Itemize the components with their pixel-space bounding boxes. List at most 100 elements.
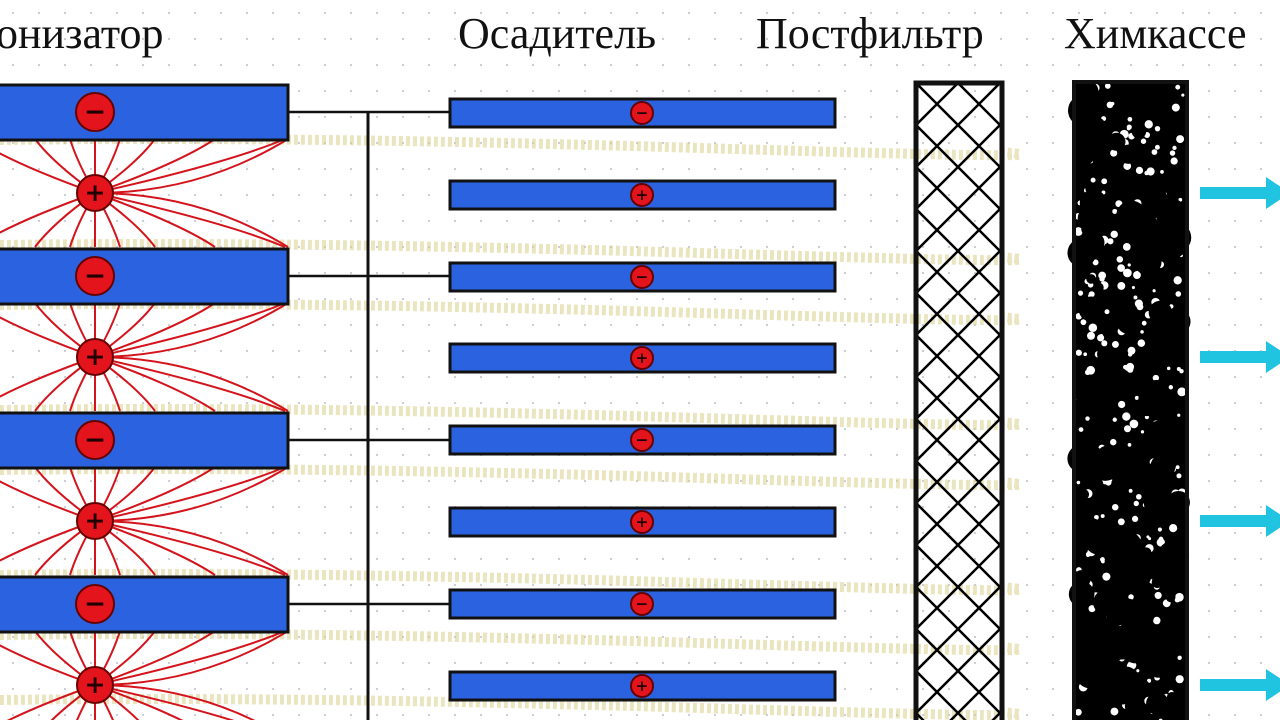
pore — [1144, 120, 1153, 129]
pore — [1102, 572, 1111, 581]
pore — [1078, 427, 1084, 432]
field-line — [94, 466, 289, 522]
granule — [1167, 490, 1190, 514]
pore — [1088, 291, 1095, 298]
charge-sign: − — [84, 261, 106, 292]
field-line — [0, 520, 96, 562]
positive-electrode: + — [76, 502, 114, 540]
pore — [1175, 465, 1180, 470]
pore — [1146, 167, 1155, 176]
field-lines — [0, 138, 289, 248]
field-lines — [0, 466, 289, 576]
pore — [1151, 149, 1158, 155]
pore — [1110, 707, 1119, 716]
pore — [1177, 413, 1181, 417]
pore — [1083, 352, 1088, 357]
pore — [1117, 281, 1126, 290]
granule — [1077, 518, 1105, 546]
airflow-arrow — [1200, 505, 1280, 537]
positive-electrode: + — [76, 338, 114, 376]
dust-streak — [0, 629, 1025, 656]
pore — [1088, 323, 1098, 333]
pore — [1101, 178, 1108, 185]
pore — [1117, 518, 1125, 526]
pore — [1076, 480, 1081, 485]
pore — [1127, 263, 1131, 267]
field-line — [94, 466, 216, 522]
ionizer-plate — [0, 411, 290, 470]
granule — [1115, 175, 1138, 199]
pore — [1128, 488, 1133, 493]
pore — [1090, 177, 1096, 183]
granule — [1166, 691, 1178, 703]
cassette-border — [1072, 80, 1189, 720]
field-line — [94, 192, 216, 248]
granule — [1084, 232, 1105, 253]
pore — [1088, 605, 1096, 613]
pore — [1134, 299, 1143, 308]
pore — [1175, 675, 1184, 684]
granule — [1086, 629, 1105, 648]
field-line — [94, 520, 286, 576]
negative-electrode: − — [75, 92, 115, 132]
granule — [1152, 667, 1163, 678]
pore — [1110, 230, 1118, 239]
pore — [1133, 295, 1138, 300]
granule — [1160, 103, 1170, 113]
granule — [1139, 680, 1150, 691]
granule — [1126, 712, 1136, 720]
charge-circle — [75, 420, 115, 460]
field-line — [0, 316, 96, 358]
granule — [1105, 214, 1114, 223]
arrow-shaft — [1200, 351, 1270, 363]
charge-sign: + — [84, 506, 105, 535]
dust-streak — [0, 464, 1025, 491]
negative-charge: − — [630, 265, 654, 289]
pore — [1117, 264, 1125, 272]
granule — [1111, 585, 1126, 601]
granule — [1157, 540, 1190, 572]
field-line — [94, 466, 286, 522]
pore — [1134, 395, 1139, 400]
granule — [1173, 377, 1183, 387]
pore — [1123, 268, 1132, 278]
charge-sign: + — [84, 342, 105, 371]
pore — [1107, 238, 1114, 245]
arrow-head — [1266, 177, 1280, 209]
pore — [1116, 256, 1124, 263]
pore — [1112, 208, 1118, 214]
granule — [1081, 151, 1094, 164]
positive-charge: + — [630, 183, 654, 207]
pore — [1146, 535, 1150, 539]
pore — [1140, 138, 1147, 144]
airflow-arrow — [1200, 341, 1280, 373]
arrow-shaft — [1200, 515, 1270, 527]
negative-electrode: − — [75, 584, 115, 624]
pore — [1075, 349, 1082, 356]
granule — [1165, 592, 1176, 603]
field-line — [94, 520, 289, 576]
pore — [1153, 616, 1161, 625]
charge-circle — [630, 674, 654, 698]
charge-circle — [76, 174, 114, 212]
granule — [1093, 366, 1117, 390]
chem-cassette — [1067, 80, 1192, 720]
charge-circle — [75, 256, 115, 296]
ionizer-label: онизатор — [0, 9, 164, 58]
charge-circle — [630, 101, 654, 125]
pore — [1074, 227, 1083, 236]
pore — [1077, 290, 1084, 296]
granule — [1140, 547, 1152, 558]
field-line — [0, 192, 96, 234]
pore — [1127, 346, 1136, 355]
pore — [1136, 493, 1142, 500]
pore — [1122, 243, 1131, 251]
pore — [1104, 309, 1110, 315]
granule — [1078, 488, 1089, 500]
field-line — [94, 192, 286, 248]
granule — [1160, 231, 1187, 259]
pore — [1101, 340, 1108, 347]
granule — [1079, 642, 1091, 654]
charge-sign: − — [84, 425, 106, 456]
charge-sign: + — [636, 186, 649, 204]
